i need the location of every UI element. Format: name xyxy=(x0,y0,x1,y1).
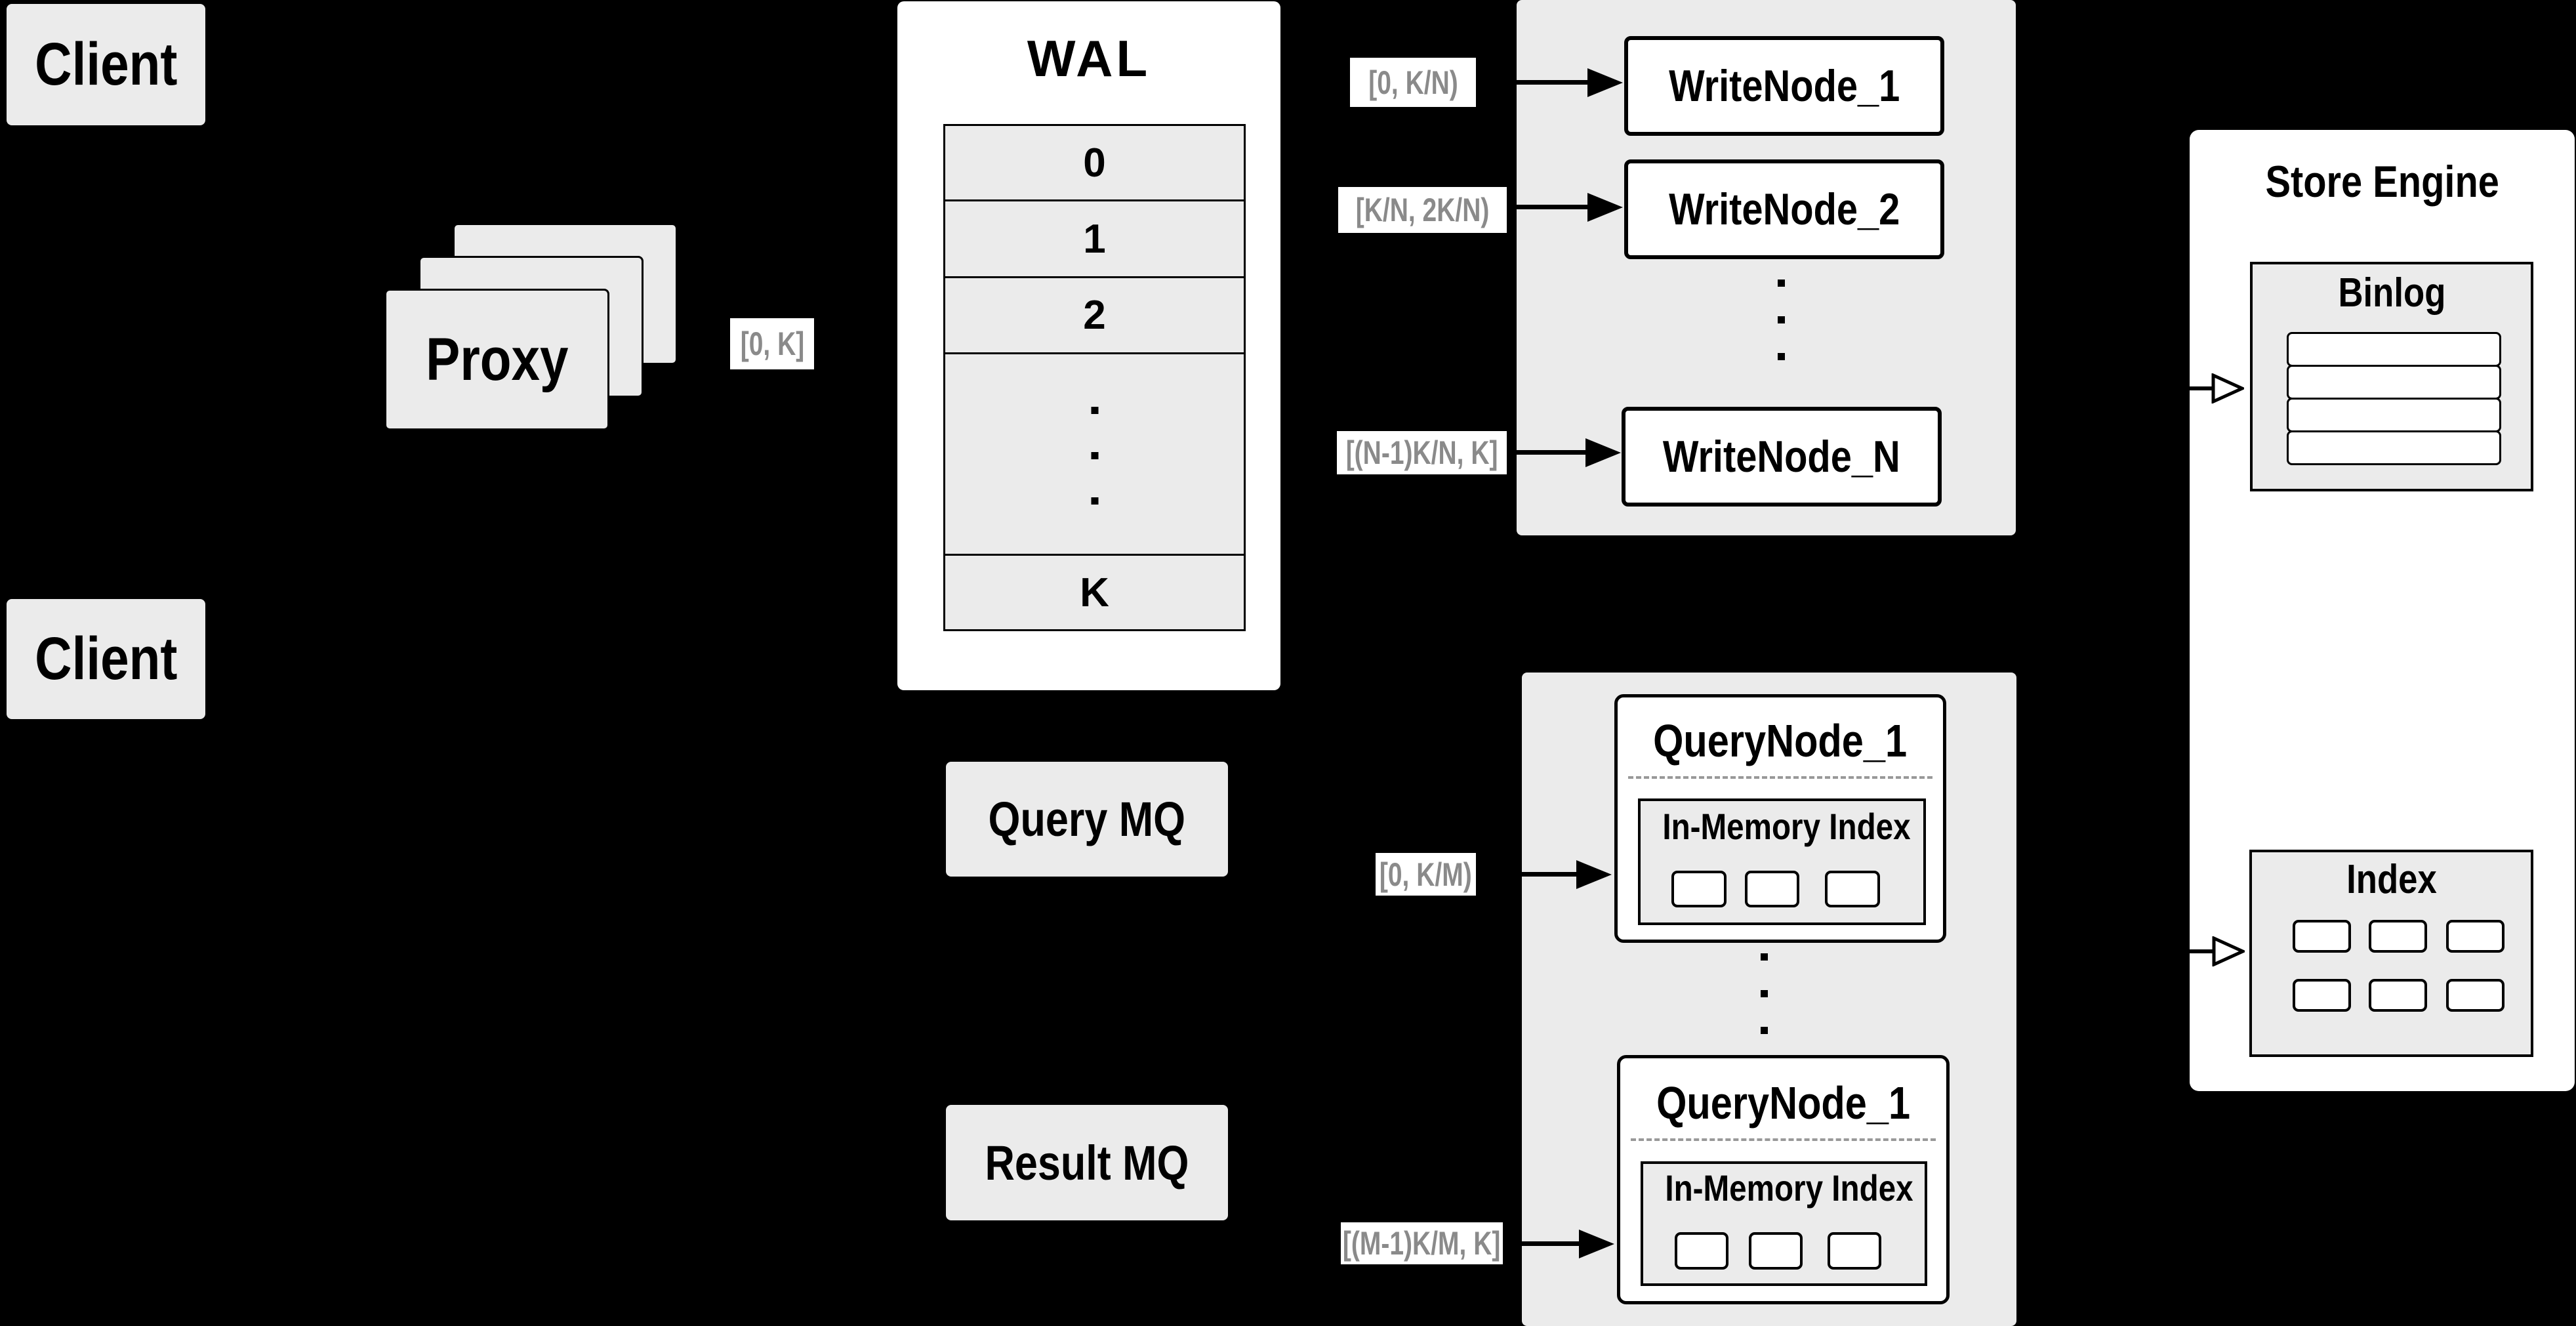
index-cell xyxy=(2369,979,2427,1012)
wal-vertical-ellipsis-icon xyxy=(1091,407,1098,505)
write-node-1-box: WriteNode_1 xyxy=(1624,36,1944,136)
store-engine-box: Store Engine Binlog Index xyxy=(2190,130,2575,1091)
wal-title: WAL xyxy=(1027,30,1151,87)
client-box-top: Client xyxy=(7,4,205,125)
range-chip-write-2: [K/N, 2K/N) xyxy=(1338,187,1507,233)
index-cell xyxy=(2446,979,2504,1012)
index-box: Index xyxy=(2249,850,2533,1057)
wal-row-2: 2 xyxy=(945,276,1244,352)
query-node-bottom-divider xyxy=(1631,1138,1936,1141)
query-node-bottom-box: QueryNode_1 In-Memory Index xyxy=(1617,1055,1950,1304)
client-top-label: Client xyxy=(34,31,178,98)
result-mq-label: Result MQ xyxy=(985,1135,1189,1190)
index-cell xyxy=(2446,920,2504,953)
proxy-card-front: Proxy xyxy=(384,289,609,430)
index-title: Index xyxy=(2346,857,2437,902)
result-mq-box: Result MQ xyxy=(946,1105,1228,1220)
binlog-bars xyxy=(2287,332,2501,465)
store-engine-title: Store Engine xyxy=(2265,157,2499,207)
segment-cell xyxy=(1828,1232,1881,1270)
range-chip-write-1: [0, K/N) xyxy=(1350,58,1476,107)
range-chip-write-n: [(N-1)K/N, K] xyxy=(1337,431,1507,474)
binlog-bar xyxy=(2287,430,2501,465)
range-chip-query-m: [(M-1)K/M, K] xyxy=(1341,1222,1503,1264)
proxy-label: Proxy xyxy=(425,325,569,393)
binlog-box: Binlog xyxy=(2250,262,2533,491)
binlog-bar xyxy=(2287,398,2501,432)
range-chip-proxy-text: [0, K] xyxy=(740,325,804,362)
query-panel-vertical-ellipsis-icon xyxy=(1761,953,1768,1034)
write-node-2-label: WriteNode_2 xyxy=(1668,184,1900,234)
client-box-bottom: Client xyxy=(7,599,205,719)
wal-row-ellipsis xyxy=(945,352,1244,554)
query-mq-label: Query MQ xyxy=(988,792,1186,846)
segment-cell xyxy=(1825,871,1880,907)
open-arrowhead-icon xyxy=(2212,936,2245,966)
query-node-top-divider xyxy=(1628,776,1932,779)
segment-cell xyxy=(1675,1232,1728,1270)
index-cell xyxy=(2293,920,2351,953)
range-chip-proxy: [0, K] xyxy=(730,318,814,369)
segment-cell xyxy=(1671,871,1727,907)
write-node-n-label: WriteNode_N xyxy=(1663,432,1900,482)
wal-row-k: K xyxy=(945,554,1244,629)
query-node-bottom-inner-box: In-Memory Index xyxy=(1641,1161,1927,1286)
query-node-bottom-title: QueryNode_1 xyxy=(1656,1077,1910,1129)
client-bottom-label: Client xyxy=(34,625,178,692)
write-node-1-label: WriteNode_1 xyxy=(1668,61,1900,111)
index-cell xyxy=(2369,920,2427,953)
wal-row-1: 1 xyxy=(945,199,1244,276)
binlog-bar xyxy=(2287,365,2501,400)
query-mq-box: Query MQ xyxy=(946,762,1228,877)
query-node-top-box: QueryNode_1 In-Memory Index xyxy=(1614,694,1946,943)
range-chip-query-1: [0, K/M) xyxy=(1376,853,1476,896)
open-arrowhead-icon xyxy=(2211,373,2244,404)
binlog-title: Binlog xyxy=(2338,270,2445,316)
query-node-top-inner-title: In-Memory Index xyxy=(1662,806,1911,847)
binlog-bar xyxy=(2287,332,2501,367)
segment-cell xyxy=(1749,1232,1803,1270)
write-node-2-box: WriteNode_2 xyxy=(1624,159,1944,259)
write-node-n-box: WriteNode_N xyxy=(1622,407,1942,507)
query-node-bottom-inner-title: In-Memory Index xyxy=(1665,1167,1913,1209)
wal-table: 0 1 2 K xyxy=(943,124,1246,631)
query-node-top-inner-box: In-Memory Index xyxy=(1638,798,1926,925)
segment-cell xyxy=(1745,871,1799,907)
wal-row-0: 0 xyxy=(945,126,1244,199)
query-node-top-title: QueryNode_1 xyxy=(1653,715,1908,766)
index-cell xyxy=(2293,979,2351,1012)
write-panel-vertical-ellipsis-icon xyxy=(1778,280,1785,360)
wal-box: WAL 0 1 2 K xyxy=(897,1,1280,690)
